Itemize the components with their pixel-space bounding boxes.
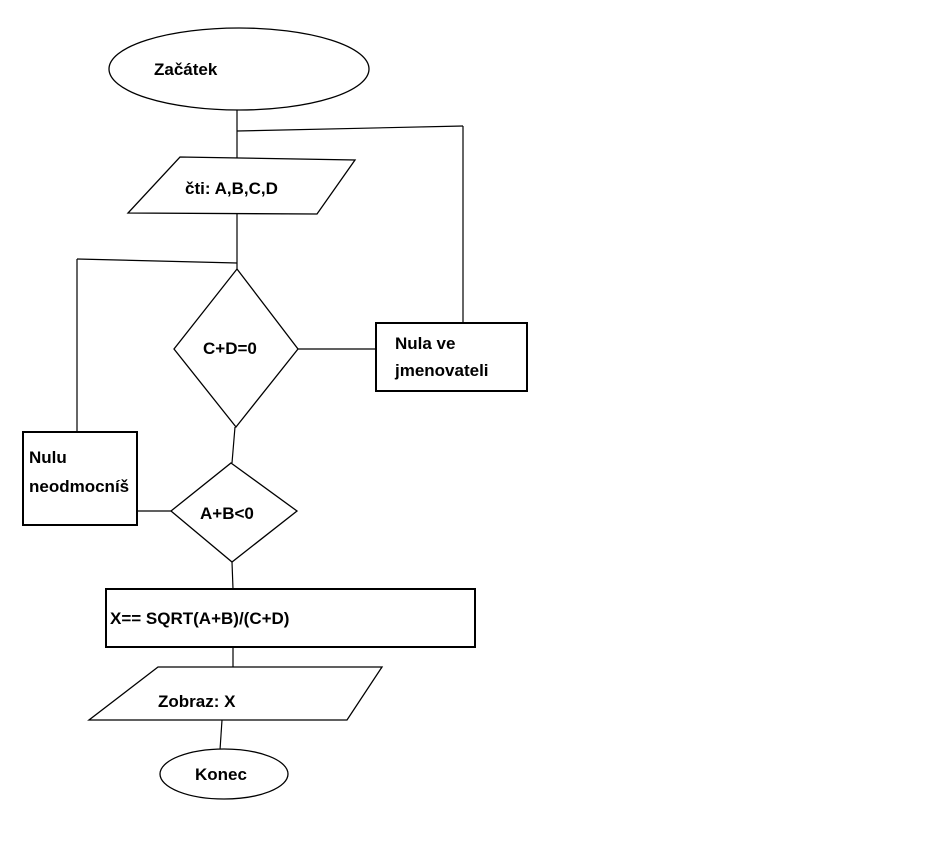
connector-decision1-to-decision2 bbox=[231, 426, 236, 464]
sqrt-warning-label-line2: neodmocníš bbox=[29, 477, 129, 496]
read-input-parallelogram bbox=[126, 156, 357, 215]
sqrt-warning-label-line1: Nulu bbox=[29, 448, 67, 467]
end-label: Konec bbox=[195, 765, 247, 784]
sqrt-warning-box bbox=[22, 431, 138, 526]
output-parallelogram bbox=[87, 666, 384, 721]
sqrt-decision-label: A+B<0 bbox=[200, 504, 254, 523]
read-input-label: čti: A,B,C,D bbox=[185, 179, 278, 198]
connector-output-to-end bbox=[219, 719, 223, 751]
denominator-decision-diamond bbox=[173, 267, 299, 429]
denominator-decision-label: C+D=0 bbox=[203, 339, 257, 358]
end-terminator-ellipse bbox=[159, 748, 289, 800]
zero-denominator-label-line1: Nula ve bbox=[395, 334, 455, 353]
compute-label: X== SQRT(A+B)/(C+D) bbox=[110, 609, 289, 628]
zero-denominator-label-line2: jmenovateli bbox=[394, 361, 489, 380]
output-label: Zobraz: X bbox=[158, 692, 236, 711]
start-label: Začátek bbox=[154, 60, 218, 79]
connector-decision2-to-compute bbox=[231, 561, 234, 590]
start-terminator-ellipse bbox=[108, 27, 370, 111]
compute-box bbox=[105, 588, 476, 648]
sqrt-decision-diamond bbox=[169, 462, 299, 563]
zero-denominator-box bbox=[375, 322, 528, 392]
connector-top-branch-right bbox=[236, 125, 464, 132]
connector-left-branch-top bbox=[76, 258, 238, 264]
